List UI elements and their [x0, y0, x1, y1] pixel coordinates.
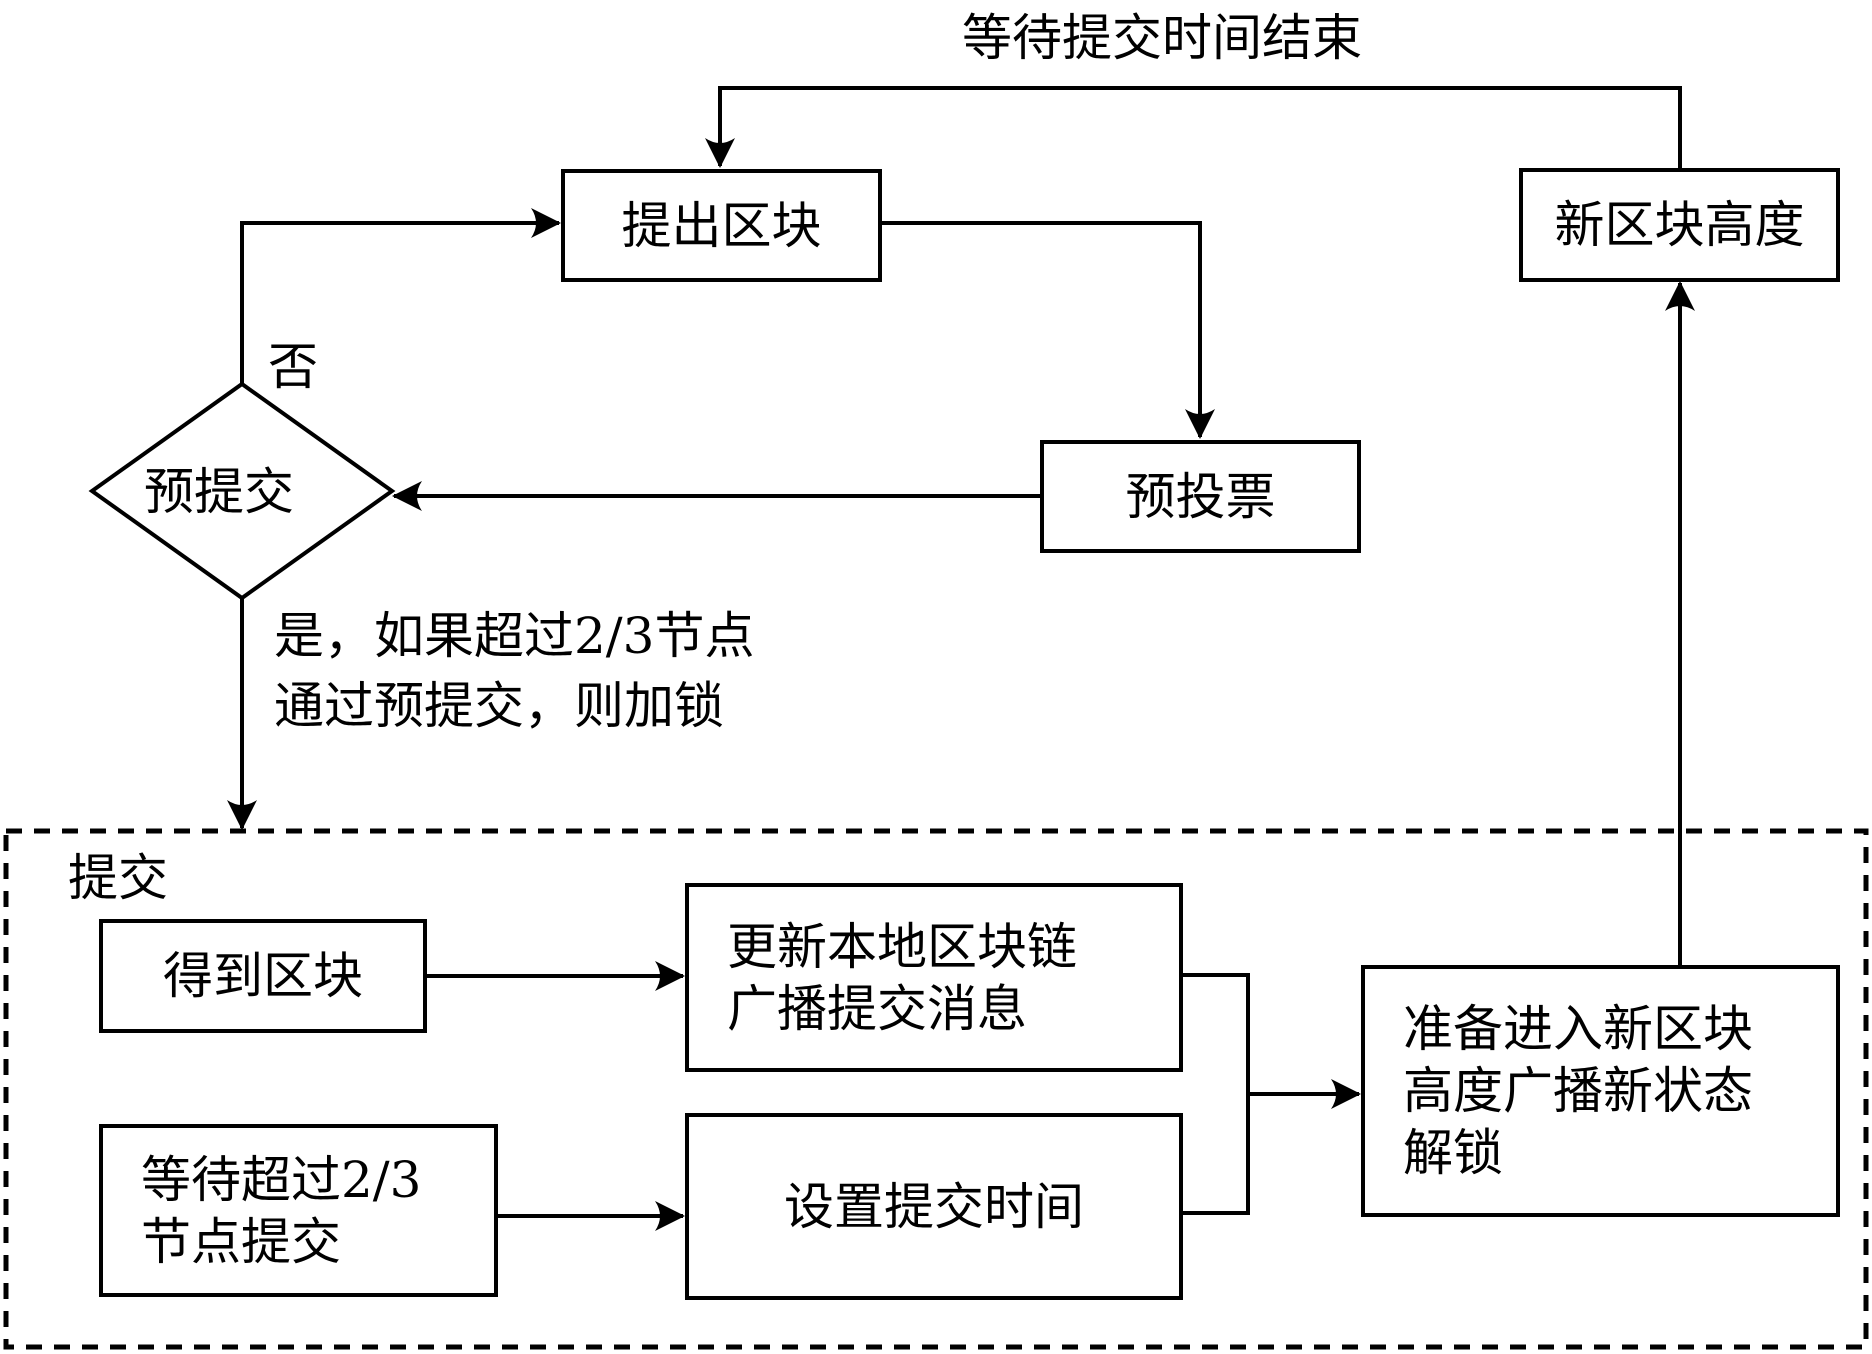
node-prevote: 预投票	[1040, 440, 1361, 553]
node-prevote-label: 预投票	[1125, 467, 1276, 526]
loop-back-label: 等待提交时间结束	[962, 9, 1362, 67]
node-new-height-label: 新区块高度	[1554, 196, 1805, 254]
commit-group-label: 提交	[68, 849, 168, 907]
edge-new-height-to-propose	[705, 86, 1682, 170]
node-wait-commit-label: 等待超过2/3 节点提交	[141, 1150, 422, 1271]
node-wait-commit: 等待超过2/3 节点提交	[99, 1124, 498, 1297]
node-get-block-label: 得到区块	[163, 947, 363, 1005]
node-prepare-new-height: 准备进入新区块 高度广播新状态 解锁	[1361, 965, 1840, 1217]
node-propose-block: 提出区块	[561, 169, 882, 282]
commit-group-border	[3, 828, 1869, 1350]
yes-label-line1: 是，如果超过2/3节点	[274, 607, 755, 665]
node-new-height: 新区块高度	[1519, 168, 1840, 282]
edge-precommit-no	[240, 208, 561, 384]
node-set-commit-time: 设置提交时间	[685, 1113, 1183, 1300]
yes-label-line2: 通过预提交，则加锁	[274, 677, 724, 735]
edge-merge-connector	[1182, 973, 1250, 1215]
node-update-chain: 更新本地区块链 广播提交消息	[685, 883, 1183, 1072]
precommit-decision-diamond	[88, 381, 396, 601]
node-update-chain-label: 更新本地区块链 广播提交消息	[727, 917, 1077, 1038]
node-propose-block-label: 提出区块	[621, 196, 822, 255]
node-prepare-new-height-label: 准备进入新区块 高度广播新状态 解锁	[1403, 1000, 1753, 1182]
node-set-commit-time-label: 设置提交时间	[784, 1177, 1084, 1236]
edge-propose-to-prevote	[881, 221, 1215, 439]
no-label: 否	[268, 338, 318, 396]
node-get-block: 得到区块	[99, 919, 427, 1033]
precommit-label: 预提交	[144, 463, 294, 521]
